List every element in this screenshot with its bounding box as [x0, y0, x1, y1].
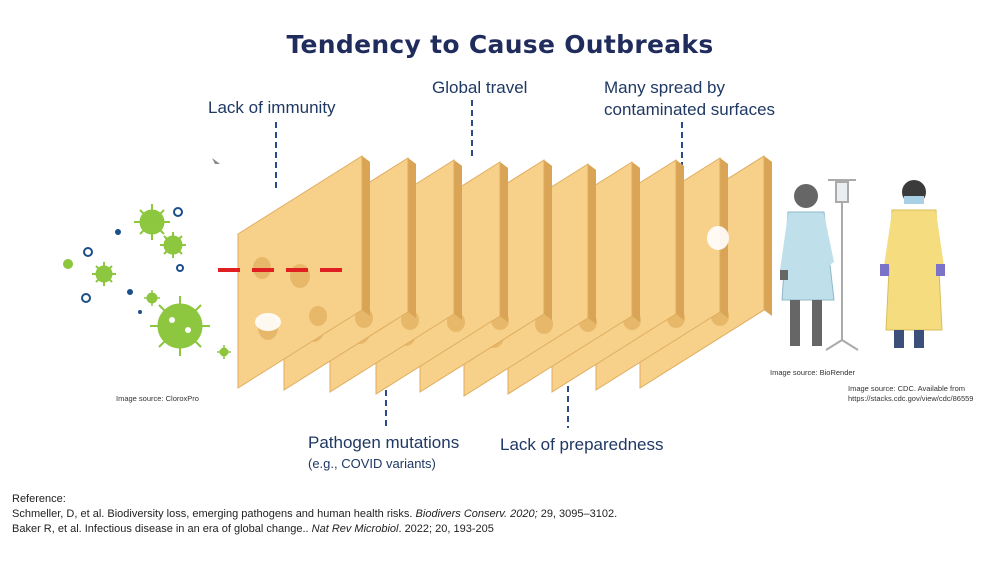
image-source-worker-line2: https://stacks.cdc.gov/view/cdc/86559: [848, 394, 974, 403]
virus-cluster: [92, 204, 231, 359]
diagram-title: Tendency to Cause Outbreaks: [286, 30, 714, 59]
label-many-spread-line2: contaminated surfaces: [604, 100, 776, 119]
image-source-virus: Image source: CloroxPro: [116, 394, 199, 403]
label-lack-of-preparedness: Lack of preparedness: [500, 435, 664, 454]
reference-heading: Reference:: [12, 493, 66, 505]
reference-1: Schmeller, D, et al. Biodiversity loss, …: [12, 508, 618, 520]
reference-2: Baker R, et al. Infectious disease in an…: [12, 523, 494, 535]
cursor-icon: [212, 158, 220, 164]
label-many-spread-line1: Many spread by: [604, 78, 725, 97]
particle-dots: [63, 207, 184, 314]
virus-icon: [150, 296, 210, 356]
virus-icon: [160, 232, 186, 258]
label-lack-of-immunity: Lack of immunity: [208, 98, 336, 117]
iv-stand: [825, 179, 859, 351]
image-source-patient: Image source: BioRender: [770, 368, 856, 377]
patient-figure: [780, 184, 835, 346]
healthcare-worker-figure: [880, 180, 945, 348]
reference-block: Reference: Schmeller, D, et al. Biodiver…: [12, 492, 992, 537]
cheese-hole: [255, 313, 281, 331]
virus-icon: [217, 345, 231, 359]
virus-icon: [92, 262, 116, 286]
cheese-hole: [707, 226, 729, 250]
label-pathogen-mutations-sub: (e.g., COVID variants): [308, 456, 436, 471]
image-source-worker-line1: Image source: CDC. Available from: [848, 384, 965, 393]
label-pathogen-mutations: Pathogen mutations: [308, 433, 460, 452]
virus-icon: [134, 204, 170, 240]
label-global-travel: Global travel: [432, 78, 528, 97]
virus-icon: [144, 290, 160, 306]
